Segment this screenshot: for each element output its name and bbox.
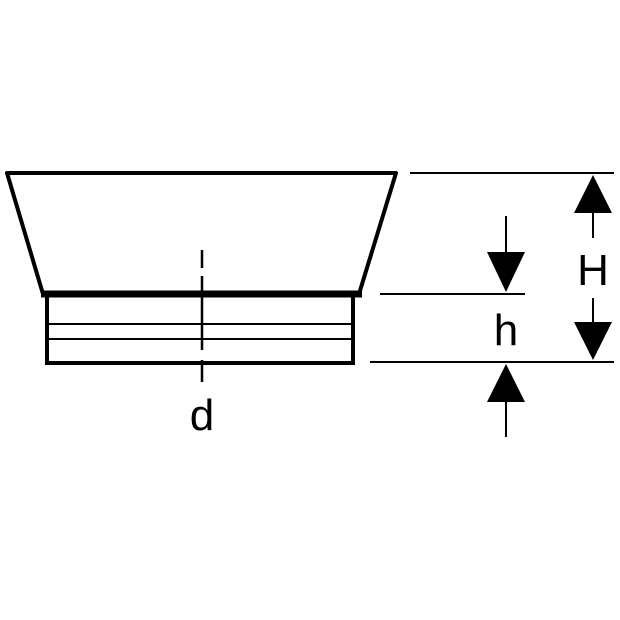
h-arrow-up xyxy=(487,364,525,402)
height-spigot-label: h xyxy=(494,306,518,355)
diameter-label: d xyxy=(190,391,214,440)
spigot-body xyxy=(45,292,355,365)
height-total-label: H xyxy=(577,246,609,295)
H-arrow-up xyxy=(574,175,612,213)
cone-body xyxy=(5,171,398,296)
H-arrow-down xyxy=(574,322,612,360)
h-arrow-down xyxy=(487,252,525,292)
